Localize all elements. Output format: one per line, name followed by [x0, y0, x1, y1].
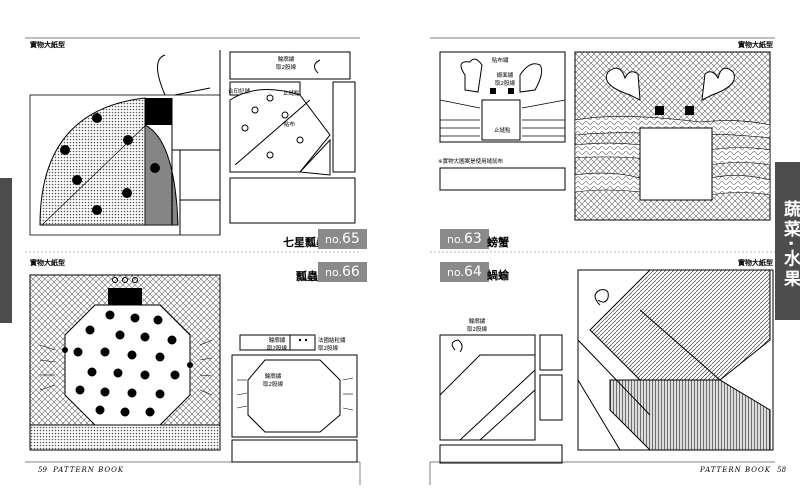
title-63: 螃蟹 — [487, 236, 509, 249]
label-r-top-a: 貼布繡 — [492, 58, 509, 64]
label-top-a: 輪廓繡 取2股線 — [276, 57, 296, 71]
title-66: 瓢蟲 — [296, 270, 318, 283]
right-book-name: PATTERN BOOK — [700, 466, 771, 474]
badge-66: no.66 — [318, 262, 367, 282]
label-r-top-b: 緞面繡 取2股線 — [495, 73, 515, 87]
badge-63: no.63 — [440, 229, 489, 249]
ladybug-66-pieces — [231, 334, 358, 463]
snail-64-pieces — [439, 334, 563, 464]
right-footer: PATTERN BOOK 58 — [700, 466, 786, 474]
side-tab-label: 蔬菜·水果 — [780, 200, 800, 290]
left-bottom-header: 實物大紙型 — [30, 259, 65, 267]
right-header: 實物大紙型 — [738, 41, 773, 49]
label-top-c: 止縫點 — [283, 91, 300, 97]
label-r-bot-a: 輪廓繡 取2股線 — [467, 319, 487, 333]
title-64: 蝸蝓 — [487, 269, 509, 282]
left-book-name: PATTERN BOOK — [53, 466, 125, 474]
right-page-number: 58 — [777, 466, 787, 474]
title-65: 七星瓢蟲 — [283, 236, 327, 249]
ladybug-65-block — [29, 50, 221, 236]
crab-63-block — [574, 51, 771, 221]
left-side-tab — [0, 178, 12, 323]
left-page-number: 59 — [38, 466, 47, 474]
label-r-top-c: 止縫點 — [494, 128, 511, 134]
right-bottom-header: 實物大紙型 — [738, 259, 773, 267]
label-r-top-d: ※實物大圖案是使用縫紉布 — [438, 159, 504, 165]
label-bot-c: 輪廓繡 取2股線 — [263, 374, 283, 388]
label-top-d: 貼布 — [284, 122, 296, 128]
ladybug-65-pieces — [229, 51, 356, 224]
badge-65: no.65 — [318, 229, 367, 249]
right-side-tab: 蔬菜·水果 — [775, 162, 800, 320]
left-footer: 59 PATTERN BOOK — [38, 466, 124, 474]
label-bot-b: 法國結粒繡 取2股線 — [318, 338, 346, 352]
label-top-b: 合印記號 — [228, 89, 251, 95]
snail-64-block — [577, 269, 774, 451]
crab-63-pieces — [439, 51, 566, 191]
left-header: 實物大紙型 — [30, 41, 65, 49]
ladybug-66-block — [29, 274, 221, 451]
badge-64: no.64 — [440, 262, 489, 282]
label-bot-a: 輪廓繡 取2股線 — [267, 338, 287, 352]
